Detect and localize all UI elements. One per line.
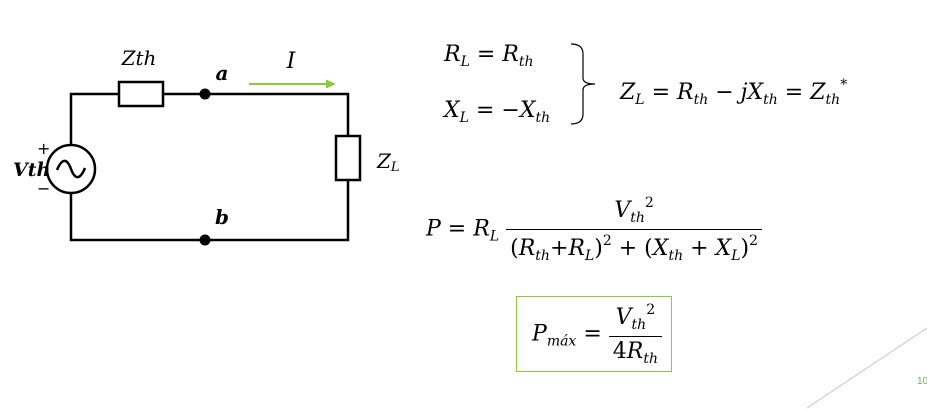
eq-symbol: R: [568, 236, 585, 261]
node-b-dot: [199, 234, 211, 246]
equation-xl: XL = −Xth: [444, 98, 551, 126]
eq-operator: ): [740, 236, 750, 261]
eq-symbol: R: [677, 80, 694, 105]
circuit-wires: [69, 92, 350, 242]
eq-sub: th: [630, 210, 645, 226]
top-right-wire: [205, 92, 350, 136]
pmax-denominator: 4Rth: [609, 337, 662, 367]
equation-zl: ZL = Rth − jXth = Zth*: [620, 78, 847, 107]
eq-sup: 2: [644, 195, 654, 211]
equation-pmax: Pmáx = Vth2 4Rth: [532, 303, 662, 366]
eq-sub: L: [460, 54, 470, 70]
eq-sub: th: [535, 248, 550, 264]
eq-sub: th: [631, 317, 647, 333]
zl-label: ZL: [376, 149, 400, 175]
sine-wave-icon: [55, 159, 87, 179]
zth-label: Zth: [121, 46, 157, 70]
eq-operator: ): [594, 236, 603, 261]
node-a-label: a: [216, 61, 229, 85]
vth-label: Vth: [13, 159, 50, 181]
eq-sub: th: [668, 248, 684, 264]
zl-label-main: Z: [376, 149, 392, 173]
eq-operator: +: [683, 236, 716, 261]
eq-symbol: R: [473, 216, 490, 242]
eq-sub: L: [459, 110, 469, 126]
pmax-fraction: Vth2 4Rth: [608, 302, 662, 367]
eq-operator: −: [708, 80, 741, 105]
eq-symbol: R: [518, 236, 536, 261]
eq-operator: +: [549, 236, 569, 261]
eq-sup: 2: [646, 302, 656, 318]
power-denominator: (Rth+RL)2 + (Xth + XL)2: [506, 230, 762, 263]
page-number: 10: [917, 376, 927, 387]
eq-symbol: X: [652, 236, 669, 261]
source-plus-sign: +: [37, 139, 50, 158]
eq-operator: =: [469, 42, 503, 67]
zl-resistor: [334, 134, 362, 182]
eq-operator: = −: [468, 98, 520, 123]
eq-operator: =: [440, 216, 474, 242]
equation-power: P = RL Vth2 (Rth+RL)2 + (Xth + XL)2: [426, 195, 763, 263]
eq-operator: (: [510, 236, 519, 261]
eq-sub: L: [584, 248, 595, 264]
current-arrow-head: [326, 79, 336, 89]
pmax-highlight-box: [516, 296, 672, 372]
eq-sub: th: [825, 92, 841, 108]
eq-sub: th: [535, 110, 551, 126]
eq-sup: 2: [602, 233, 612, 249]
decorative-corner-line: [806, 327, 927, 409]
node-a-dot: [199, 88, 211, 100]
eq-sup: 2: [749, 233, 759, 249]
eq-sub: L: [731, 248, 741, 264]
eq-sub: th: [693, 92, 709, 108]
eq-symbol: jX: [740, 80, 764, 105]
eq-symbol: V: [614, 198, 631, 223]
eq-symbol: R: [626, 339, 644, 364]
eq-symbol: 4: [612, 339, 627, 364]
left-top-wire: [69, 92, 119, 145]
eq-symbol: P: [532, 321, 547, 347]
eq-sub: th: [763, 92, 778, 108]
source-minus-sign: −: [37, 179, 50, 198]
eq-sub: L: [489, 228, 500, 245]
zth-resistor: [117, 80, 165, 108]
power-fraction: Vth2 (Rth+RL)2 + (Xth + XL)2: [506, 195, 763, 263]
current-label: I: [286, 49, 297, 74]
eq-symbol: X: [519, 98, 536, 123]
eq-symbol: P: [426, 216, 441, 242]
right-brace-icon: [570, 43, 596, 125]
eq-operator: =: [777, 80, 811, 105]
power-numerator: Vth2: [506, 195, 763, 230]
node-b-label: b: [215, 205, 229, 229]
eq-symbol: Z: [810, 80, 826, 105]
eq-sub: th: [518, 54, 534, 70]
eq-sub: máx: [546, 333, 577, 350]
circuit-diagram: Zth a I b Vth + − ZL: [13, 46, 400, 246]
eq-sub: th: [643, 351, 658, 367]
eq-sub: L: [635, 92, 645, 108]
eq-symbol: R: [444, 42, 461, 67]
eq-sup: *: [840, 77, 848, 93]
equation-rl: RL = Rth: [444, 42, 534, 70]
eq-symbol: X: [715, 236, 732, 261]
right-bottom-wire: [69, 180, 350, 242]
eq-symbol: V: [615, 305, 632, 330]
eq-operator: + (: [611, 236, 653, 261]
eq-operator: =: [576, 321, 609, 347]
pmax-numerator: Vth2: [608, 302, 662, 337]
eq-operator: =: [644, 80, 678, 105]
eq-symbol: R: [502, 42, 519, 67]
eq-symbol: X: [444, 98, 460, 123]
zl-label-sub: L: [390, 160, 400, 175]
eq-symbol: Z: [620, 80, 636, 105]
